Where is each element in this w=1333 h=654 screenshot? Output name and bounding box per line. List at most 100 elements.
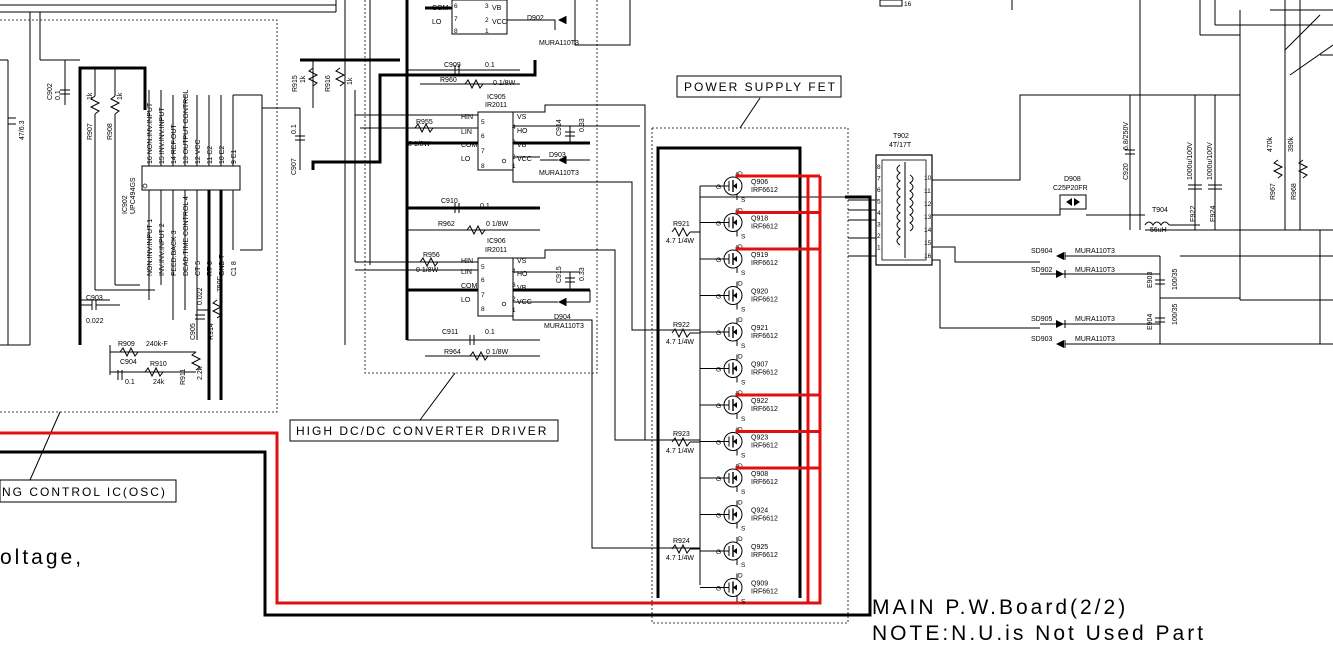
svg-text:LO: LO bbox=[461, 156, 471, 163]
svg-text:G: G bbox=[716, 586, 721, 593]
svg-text:1: 1 bbox=[485, 28, 489, 35]
resistor-ref: R924 bbox=[673, 538, 690, 545]
cap-47-value: 47/6.3 bbox=[19, 120, 26, 140]
svg-text:6: 6 bbox=[454, 3, 458, 10]
osc-control-section: 47/6.3 C902 0.1 R907 1k R908 1k IC902 UP… bbox=[0, 0, 337, 569]
svg-text:5: 5 bbox=[877, 199, 881, 206]
sd902-ref: SD902 bbox=[1031, 267, 1053, 274]
e924-ref: E924 bbox=[1210, 206, 1217, 222]
svg-text:G: G bbox=[716, 549, 721, 556]
r914-value: 750F bbox=[217, 276, 224, 292]
osc-control-label: NG CONTROL IC(OSC) bbox=[2, 485, 167, 499]
svg-text:1: 1 bbox=[877, 245, 881, 252]
c911-value: 0.1 bbox=[485, 329, 495, 336]
svg-text:6: 6 bbox=[481, 277, 485, 284]
fet-part: IRF6612 bbox=[751, 443, 778, 450]
svg-text:13: 13 bbox=[924, 214, 932, 221]
sd905-ref: SD905 bbox=[1031, 316, 1053, 323]
svg-text:2: 2 bbox=[877, 233, 881, 240]
svg-text:S: S bbox=[741, 489, 746, 496]
svg-text:LO: LO bbox=[461, 297, 471, 304]
svg-text:G: G bbox=[716, 330, 721, 337]
ic902-pin-top: 12 VCC bbox=[195, 139, 202, 164]
fet-ref: Q919 bbox=[751, 252, 768, 259]
svg-text:HIN: HIN bbox=[461, 258, 473, 265]
note-text: NOTE:N.U.is Not Used Part bbox=[872, 622, 1206, 645]
svg-text:8: 8 bbox=[454, 28, 458, 35]
ic902-pin-bottom: C1 8 bbox=[231, 261, 238, 276]
r960-value: 0 1/8W bbox=[493, 80, 516, 87]
power-fet-label: POWER SUPPLY FET bbox=[684, 80, 837, 94]
svg-text:S: S bbox=[741, 197, 746, 204]
sd903-value: MURA110T3 bbox=[1075, 336, 1115, 343]
svg-text:3: 3 bbox=[485, 3, 489, 10]
ic902-pin-top: 11 C2 bbox=[207, 146, 214, 164]
svg-text:3: 3 bbox=[877, 222, 881, 229]
c902-value: 0.1 bbox=[55, 90, 62, 100]
svg-text:11: 11 bbox=[924, 188, 931, 195]
svg-text:1: 1 bbox=[512, 163, 516, 170]
d902-ref: D902 bbox=[527, 15, 544, 22]
svg-text:G: G bbox=[716, 440, 721, 447]
svg-text:D: D bbox=[738, 573, 743, 580]
voltage-text-fragment: oltage, bbox=[0, 546, 84, 569]
fet-ref: Q921 bbox=[751, 325, 768, 332]
c904-value: 0.1 bbox=[125, 379, 135, 386]
svg-text:S: S bbox=[741, 270, 746, 277]
d904-value: MURA110T3 bbox=[544, 323, 584, 330]
svg-text:D: D bbox=[738, 536, 743, 543]
resistor-ref: R921 bbox=[673, 221, 690, 228]
svg-text:10: 10 bbox=[924, 175, 932, 182]
ic902-pin-bottom: NON.INV.INPUT 1 bbox=[147, 219, 154, 276]
power-fet-section: POWER SUPPLY FET GDSQ906IRF6612GDSQ918IR… bbox=[651, 75, 870, 624]
c920-ref: C920 bbox=[1123, 163, 1130, 180]
svg-text:15: 15 bbox=[924, 240, 932, 247]
svg-text:S: S bbox=[741, 343, 746, 350]
e904-value: 100/35 bbox=[1172, 303, 1179, 325]
r915-value: 1k bbox=[300, 75, 307, 83]
svg-text:1: 1 bbox=[512, 307, 516, 314]
svg-text:12: 12 bbox=[924, 201, 932, 208]
ic902-body bbox=[141, 165, 241, 191]
r960-ref: R960 bbox=[440, 77, 457, 84]
svg-text:VB: VB bbox=[517, 142, 527, 149]
svg-text:COM: COM bbox=[461, 283, 478, 290]
fet-part: IRF6612 bbox=[751, 589, 778, 596]
top-ic-vcc: VCC bbox=[492, 19, 507, 26]
svg-text:S: S bbox=[741, 307, 746, 314]
r909-ref: R909 bbox=[118, 341, 135, 348]
svg-text:S: S bbox=[741, 453, 746, 460]
e924-value: 1000u/100V bbox=[1207, 142, 1214, 180]
svg-text:7: 7 bbox=[481, 148, 485, 155]
svg-text:S: S bbox=[741, 380, 746, 387]
fet-part: IRF6612 bbox=[751, 187, 778, 194]
sd902-value: MURA110T3 bbox=[1075, 267, 1115, 274]
c914-value: 0.33 bbox=[579, 118, 586, 132]
r908-ref: R908 bbox=[107, 123, 114, 140]
sd904-value: MURA110T3 bbox=[1075, 248, 1115, 255]
ic905-body bbox=[477, 111, 514, 171]
r962-value: 0 1/8W bbox=[486, 221, 509, 228]
svg-text:G: G bbox=[716, 257, 721, 264]
resistor-ref: R923 bbox=[673, 431, 690, 438]
fet-ref: Q906 bbox=[751, 179, 768, 186]
t904-ref: T904 bbox=[1152, 207, 1168, 214]
e904-ref: E904 bbox=[1147, 314, 1154, 330]
svg-text:D: D bbox=[738, 500, 743, 507]
svg-text:D: D bbox=[738, 281, 743, 288]
fet-stack: GDSQ906IRF6612GDSQ918IRF6612GDSQ919IRF66… bbox=[699, 171, 822, 606]
svg-text:G: G bbox=[716, 403, 721, 410]
r915-ref: R915 bbox=[292, 75, 299, 92]
c903-value: 0.022 bbox=[86, 318, 104, 325]
r916-ref: R916 bbox=[325, 75, 332, 92]
sd903-ref: SD903 bbox=[1031, 336, 1053, 343]
fet-part: IRF6612 bbox=[751, 370, 778, 377]
t902-value: 4T/17T bbox=[889, 142, 912, 149]
